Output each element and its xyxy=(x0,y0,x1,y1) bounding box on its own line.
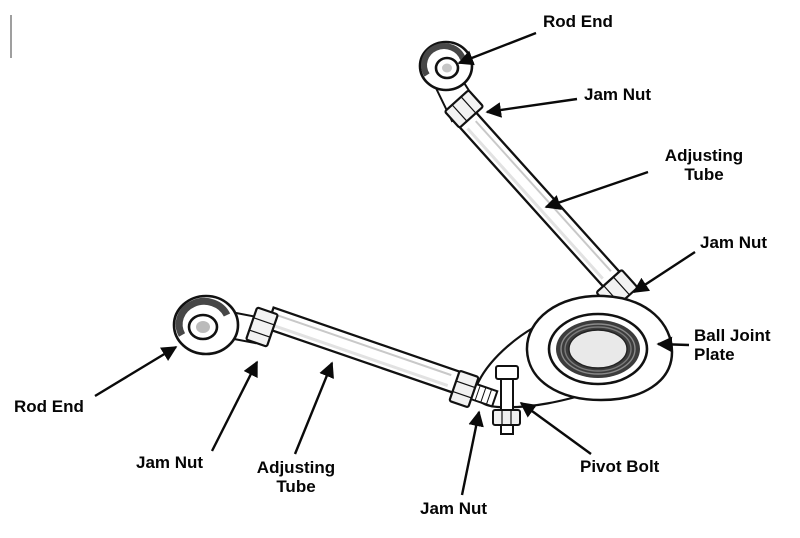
pivot-bolt-drawing xyxy=(492,365,521,435)
callout-arrow-adjusting-tube-upper xyxy=(544,170,649,210)
label-pivot-bolt: Pivot Bolt xyxy=(580,457,660,476)
callout-arrow-pivot-bolt xyxy=(519,402,592,455)
upper-adjusting-tube-drawing xyxy=(455,108,621,289)
ball-joint-plate-drawing xyxy=(474,294,674,409)
label-rod-end-left: Rod End xyxy=(14,397,84,416)
label-jam-nut-left: Jam Nut xyxy=(136,453,204,472)
callout-arrow-jam-nut-top xyxy=(485,97,578,118)
callout-arrow-jam-nut-left xyxy=(210,360,259,452)
lower-rod-end-drawing xyxy=(172,294,240,356)
label-adjusting-tube-lower: Adjusting Tube xyxy=(256,458,336,496)
callout-arrows xyxy=(94,31,696,496)
label-ball-joint-plate: Ball Joint Plate xyxy=(694,326,771,364)
lower-left-jam-nut-drawing xyxy=(245,306,279,348)
upper-rod-end-drawing xyxy=(418,40,474,92)
callout-arrow-rod-end-top xyxy=(457,31,537,66)
lower-arm-assembly-drawing xyxy=(172,294,499,408)
upper-arm-assembly-drawing xyxy=(418,40,638,311)
label-jam-nut-right: Jam Nut xyxy=(700,233,768,252)
callout-arrow-ball-joint-plate xyxy=(656,336,690,353)
label-jam-nut-lower: Jam Nut xyxy=(420,499,488,518)
label-jam-nut-top: Jam Nut xyxy=(584,85,652,104)
lower-adjusting-tube-drawing xyxy=(264,306,463,395)
callout-arrow-adjusting-tube-lower xyxy=(293,361,334,455)
lower-jam-nut-drawing xyxy=(448,370,480,408)
callout-arrow-rod-end-left xyxy=(94,345,178,398)
callout-arrow-jam-nut-lower xyxy=(460,410,484,496)
label-adjusting-tube-upper: Adjusting Tube xyxy=(664,146,744,184)
upper-jam-nut-drawing xyxy=(444,89,484,129)
callout-arrow-jam-nut-right xyxy=(632,250,696,294)
label-rod-end-top: Rod End xyxy=(543,12,613,31)
